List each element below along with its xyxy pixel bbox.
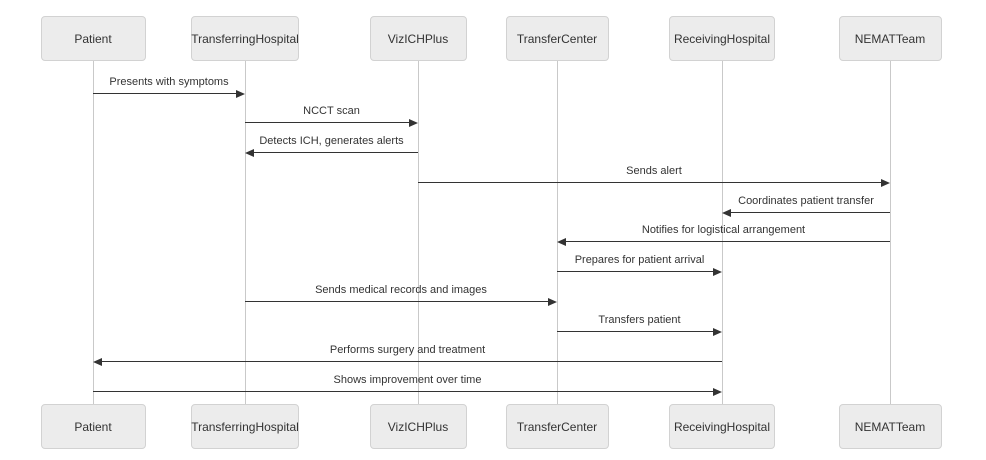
- message-line: [557, 271, 714, 272]
- message-line: [418, 182, 882, 183]
- message-line: [565, 241, 890, 242]
- message-line: [557, 331, 714, 332]
- lifeline-transferringhospital: [245, 56, 246, 409]
- arrowhead-right-icon: [409, 119, 418, 127]
- arrowhead-left-icon: [245, 149, 254, 157]
- message-line: [101, 361, 722, 362]
- arrowhead-right-icon: [713, 268, 722, 276]
- message-label: Presents with symptoms: [109, 76, 229, 88]
- actor-box-bottom-vizichplus: VizICHPlus: [369, 404, 467, 449]
- lifeline-transfercenter: [557, 56, 558, 409]
- actor-box-top-transferringhospital: TransferringHospital: [191, 16, 299, 61]
- arrowhead-right-icon: [548, 298, 557, 306]
- message-label: Transfers patient: [598, 314, 681, 326]
- arrowhead-left-icon: [557, 238, 566, 246]
- message-label: Sends medical records and images: [315, 284, 487, 296]
- message-label: Coordinates patient transfer: [738, 195, 874, 207]
- message-line: [730, 212, 890, 213]
- message-label: NCCT scan: [303, 105, 360, 117]
- actor-box-bottom-patient: Patient: [40, 404, 146, 449]
- actor-box-bottom-receivinghospital: ReceivingHospital: [669, 404, 775, 449]
- lifeline-vizichplus: [418, 56, 419, 409]
- message-label: Notifies for logistical arrangement: [641, 224, 806, 236]
- message-line: [245, 122, 410, 123]
- actor-box-bottom-transfercenter: TransferCenter: [505, 404, 609, 449]
- message-label: Prepares for patient arrival: [574, 254, 705, 266]
- message-line: [253, 152, 418, 153]
- actor-box-top-receivinghospital: ReceivingHospital: [669, 16, 775, 61]
- arrowhead-right-icon: [713, 388, 722, 396]
- actor-box-top-nematteam: NEMATTeam: [838, 16, 942, 61]
- arrowhead-right-icon: [881, 179, 890, 187]
- lifeline-nematteam: [890, 56, 891, 409]
- arrowhead-right-icon: [236, 90, 245, 98]
- actor-box-top-transfercenter: TransferCenter: [505, 16, 609, 61]
- actor-box-top-vizichplus: VizICHPlus: [369, 16, 467, 61]
- lifeline-patient: [93, 56, 94, 409]
- actor-box-bottom-nematteam: NEMATTeam: [838, 404, 942, 449]
- message-line: [93, 391, 714, 392]
- arrowhead-right-icon: [713, 328, 722, 336]
- arrowhead-left-icon: [722, 209, 731, 217]
- actor-box-top-patient: Patient: [40, 16, 146, 61]
- message-line: [93, 93, 237, 94]
- message-label: Detects ICH, generates alerts: [259, 135, 404, 147]
- message-line: [245, 301, 549, 302]
- actor-box-bottom-transferringhospital: TransferringHospital: [191, 404, 299, 449]
- message-label: Shows improvement over time: [333, 374, 482, 386]
- lifeline-receivinghospital: [722, 56, 723, 409]
- message-label: Performs surgery and treatment: [329, 344, 486, 356]
- message-label: Sends alert: [626, 165, 682, 177]
- arrowhead-left-icon: [93, 358, 102, 366]
